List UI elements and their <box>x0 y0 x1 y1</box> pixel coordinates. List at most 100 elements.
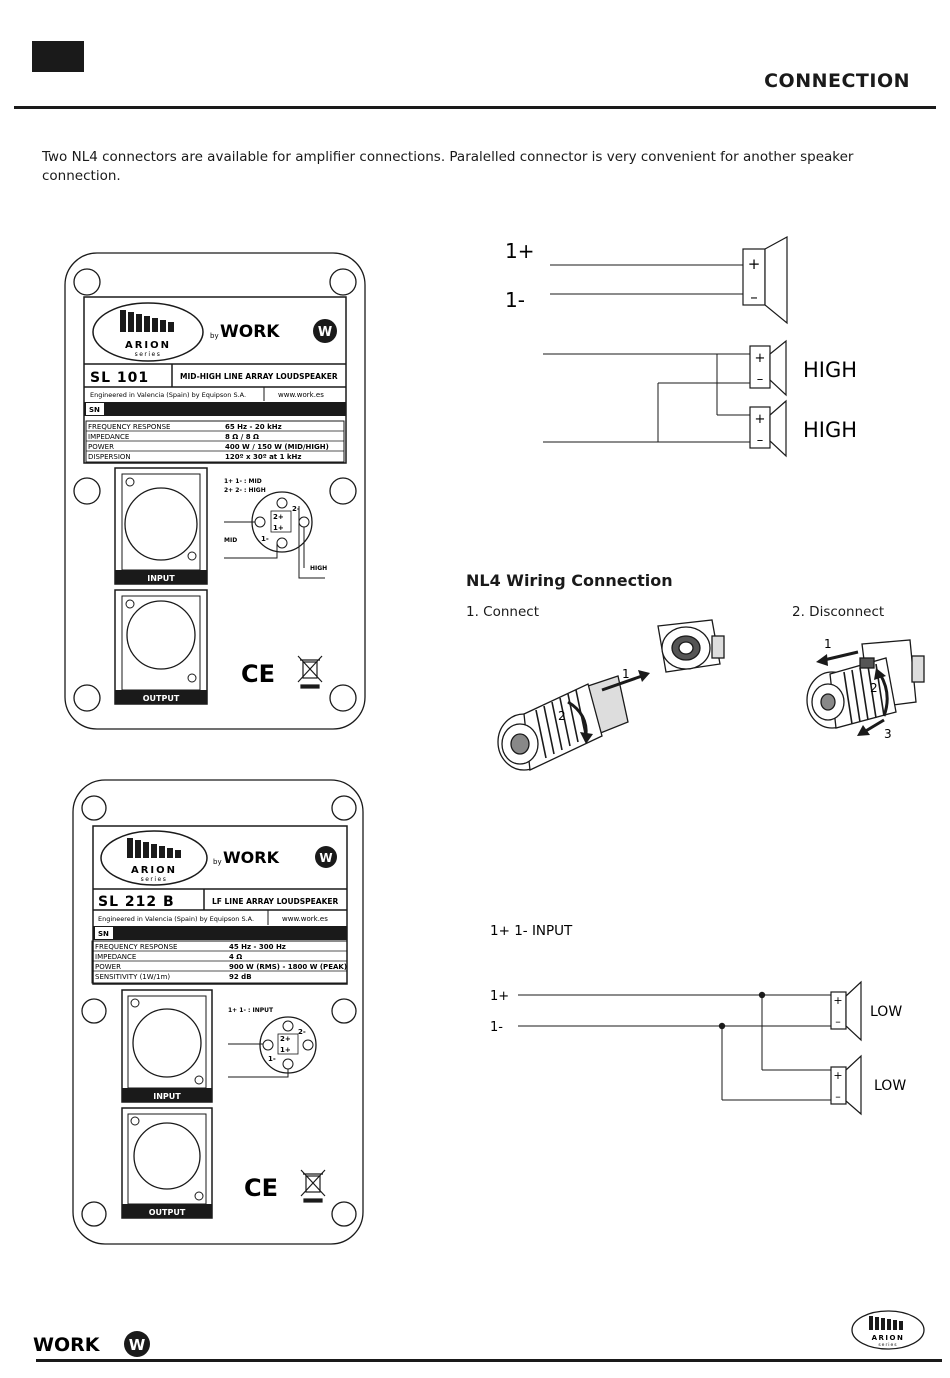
svg-text:–: – <box>757 372 764 387</box>
screw-hole <box>331 795 357 821</box>
nl4-title: NL4 Wiring Connection <box>466 571 673 590</box>
header-rule <box>14 106 936 109</box>
screw-hole <box>331 1201 357 1227</box>
svg-text:FREQUENCY RESPONSE: FREQUENCY RESPONSE <box>95 943 177 951</box>
sl101-spec-table: FREQUENCY RESPONSE 65 Hz - 20 kHz IMPEDA… <box>85 420 345 463</box>
svg-text:65 Hz - 20 kHz: 65 Hz - 20 kHz <box>225 423 282 431</box>
svg-text:FREQUENCY RESPONSE: FREQUENCY RESPONSE <box>88 423 170 431</box>
screw-hole <box>81 795 107 821</box>
sl212b-engineered: Engineered in Valencia (Spain) by Equips… <box>98 915 254 923</box>
svg-text:–: – <box>757 433 764 448</box>
svg-text:+: + <box>755 351 766 366</box>
sl212b-description: LF LINE ARRAY LOUDSPEAKER <box>212 897 339 906</box>
sl212b-panel: ARION series by WORK W SL 212 B LF LINE … <box>72 779 364 1245</box>
sl101-output-connector: OUTPUT <box>114 589 208 705</box>
by-text: by <box>210 332 219 340</box>
sl101-pinout-diagram: 1+ 1- : MID 2+ 2- : HIGH 2- 2+ 1+ 1- MID… <box>224 478 327 579</box>
sl101-panel-outline <box>64 252 366 730</box>
svg-text:2+: 2+ <box>280 1035 291 1043</box>
nl4-connect-illustration: 1 2 <box>497 619 725 771</box>
svg-text:series: series <box>878 1342 897 1348</box>
screw-hole <box>329 477 357 505</box>
svg-text:1+ 1- : MID: 1+ 1- : MID <box>224 478 262 485</box>
svg-text:8 Ω / 8 Ω: 8 Ω / 8 Ω <box>225 433 259 441</box>
svg-text:–: – <box>835 1015 841 1028</box>
sl212b-input-connector: INPUT <box>121 989 213 1103</box>
high-label-2: HIGH <box>803 418 857 442</box>
svg-text:3: 3 <box>884 727 892 741</box>
svg-text:1-: 1- <box>268 1055 276 1063</box>
nl4-disconnect-illustration: 1 2 3 <box>806 637 925 741</box>
nl4-socket-icon <box>657 619 725 673</box>
screw-hole <box>331 998 357 1024</box>
arion-logo-icon <box>100 830 208 886</box>
nl4-plug-icon <box>497 675 629 771</box>
screw-hole <box>73 684 101 712</box>
svg-text:2+: 2+ <box>273 513 284 521</box>
svg-text:2-: 2- <box>292 505 300 513</box>
arion-series-text: series <box>135 351 162 358</box>
screw-hole <box>81 998 107 1024</box>
ce-mark: CE <box>244 1174 278 1202</box>
nl4-socket-plug-icon <box>806 639 925 729</box>
svg-text:+: + <box>833 994 842 1007</box>
output-label: OUTPUT <box>149 1208 186 1217</box>
intro-paragraph: Two NL4 connectors are available for amp… <box>42 149 854 184</box>
svg-text:POWER: POWER <box>95 963 121 971</box>
svg-text:–: – <box>835 1090 841 1103</box>
svg-text:2: 2 <box>870 681 878 695</box>
speaker-icon: + – <box>749 399 787 458</box>
rotate-arrow-icon <box>567 700 593 744</box>
work-logo-text: WORK <box>33 1334 101 1356</box>
sn-label: SN <box>98 930 109 938</box>
svg-text:SENSITIVITY (1W/1m): SENSITIVITY (1W/1m) <box>95 973 170 981</box>
sl101-model: SL 101 <box>90 370 149 386</box>
svg-text:+: + <box>748 255 761 273</box>
svg-text:1+ 1- : INPUT: 1+ 1- : INPUT <box>228 1007 274 1014</box>
svg-text:2+ 2- : HIGH: 2+ 2- : HIGH <box>224 487 266 494</box>
junction-dot <box>718 1022 726 1030</box>
page-tab <box>32 41 84 72</box>
sl101-input-connector: INPUT <box>114 467 208 585</box>
sl101-website: www.work.es <box>278 391 324 399</box>
sl212b-model: SL 212 B <box>98 894 175 910</box>
speaker-icon: + – <box>830 980 862 1042</box>
by-text: by <box>213 858 222 866</box>
arrow-icon <box>857 718 885 736</box>
screw-hole <box>73 268 101 296</box>
arion-logo-text: ARION <box>131 865 177 876</box>
sl212b-website: www.work.es <box>282 915 328 923</box>
sl212b-panel-outline <box>72 779 364 1245</box>
section-title: CONNECTION <box>764 70 910 92</box>
input-pins-label: 1+ 1- INPUT <box>490 923 573 939</box>
svg-text:IMPEDANCE: IMPEDANCE <box>95 953 136 961</box>
sn-label: SN <box>89 406 100 414</box>
pin-1m-label: 1- <box>490 1020 503 1035</box>
svg-text:MID: MID <box>224 537 237 544</box>
svg-text:120º x 30º at 1 kHz: 120º x 30º at 1 kHz <box>225 453 301 461</box>
output-label: OUTPUT <box>143 694 180 703</box>
speaker-icon: + – <box>830 1054 862 1116</box>
pin-1m-label: 1- <box>505 288 525 312</box>
screw-hole <box>81 1201 107 1227</box>
svg-text:400 W / 150 W (MID/HIGH): 400 W / 150 W (MID/HIGH) <box>225 443 329 451</box>
work-logo-icon <box>313 319 337 343</box>
footer-arion-logo: ARION series <box>851 1310 925 1350</box>
arion-bars-icon <box>127 838 181 858</box>
high-label-1: HIGH <box>803 358 857 382</box>
speaker-icon: + – <box>749 339 787 397</box>
sl212b-output-connector: OUTPUT <box>121 1107 213 1219</box>
input-label: INPUT <box>147 574 175 583</box>
sn-bar <box>84 402 346 416</box>
work-logo-text: WORK <box>220 322 280 342</box>
step-disconnect-label: 2. Disconnect <box>792 604 885 620</box>
sl101-engineered: Engineered in Valencia (Spain) by Equips… <box>90 391 246 399</box>
svg-text:+: + <box>755 412 766 427</box>
input-label: INPUT <box>153 1092 181 1101</box>
svg-text:2: 2 <box>558 709 566 723</box>
arion-bars-icon <box>120 310 174 332</box>
svg-text:W: W <box>129 1336 146 1354</box>
arion-logo-icon <box>851 1310 925 1350</box>
work-logo-icon <box>124 1331 150 1357</box>
arion-bars-icon <box>869 1316 903 1330</box>
